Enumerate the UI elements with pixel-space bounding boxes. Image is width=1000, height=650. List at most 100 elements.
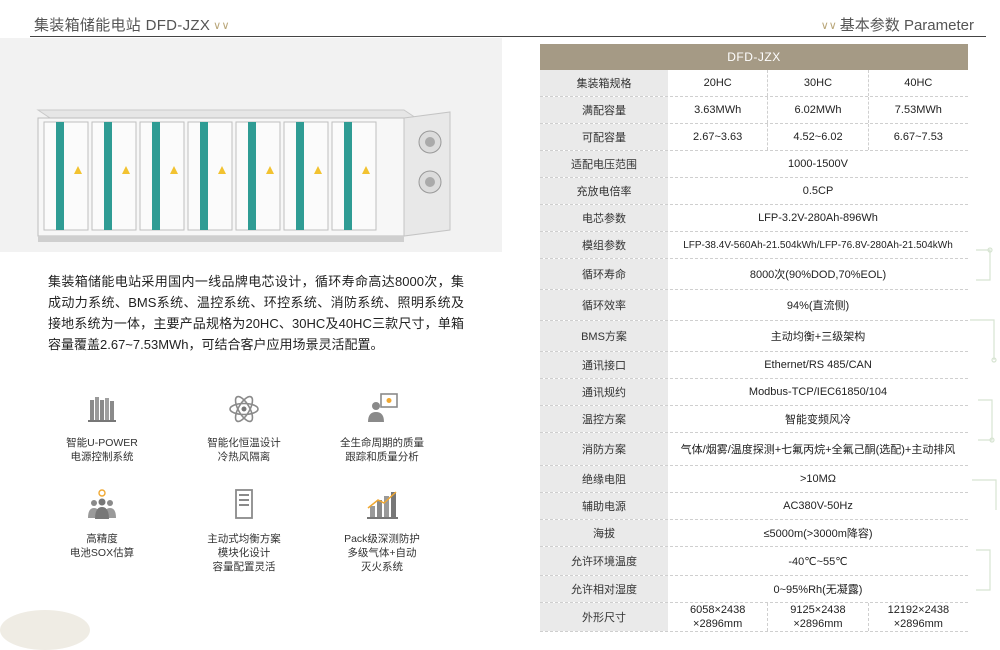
row-label: BMS方案 <box>540 321 668 351</box>
team-icon <box>88 489 116 519</box>
table-row: 通讯接口 Ethernet/RS 485/CAN <box>540 352 968 379</box>
feature-upower: 智能U-POWER 电源控制系统 <box>42 392 162 464</box>
table-cell: 主动均衡+三级架构 <box>770 331 866 343</box>
feature-line: 电源控制系统 <box>70 451 134 463</box>
table-cell: 0~95%Rh(无凝露) <box>773 584 863 596</box>
table-row: 允许相对湿度 0~95%Rh(无凝露) <box>540 576 968 603</box>
header-divider <box>30 36 986 37</box>
row-label: 通讯规约 <box>540 379 668 405</box>
row-label: 电芯参数 <box>540 205 668 231</box>
feature-protection: Pack级深测防护 多级气体+自动 灭火系统 <box>322 488 442 574</box>
row-label: 满配容量 <box>540 97 668 123</box>
table-cell: ≤5000m(>3000m降容) <box>763 528 873 540</box>
table-cell: 智能变频风冷 <box>785 414 851 426</box>
bar-chart-icon <box>367 491 398 519</box>
document-icon <box>235 489 253 519</box>
row-label: 集装箱规格 <box>540 70 668 96</box>
feature-line: 智能化恒温设计 <box>207 437 281 449</box>
row-label: 通讯接口 <box>540 352 668 378</box>
page-title: 集装箱储能电站 DFD-JZX∨∨ <box>34 14 233 35</box>
table-cell: 2.67~3.63 <box>693 131 743 143</box>
feature-line: 冷热风隔离 <box>217 451 271 463</box>
feature-sox: 高精度 电池SOX估算 <box>42 488 162 560</box>
table-row: 允许环境温度 -40℃~55℃ <box>540 547 968 576</box>
row-label: 可配容量 <box>540 124 668 150</box>
feature-line: Pack级深测防护 <box>344 533 420 545</box>
table-row: 模组参数 LFP-38.4V-560Ah-21.504kWh/LFP-76.8V-… <box>540 232 968 259</box>
chevron-icon: ∨∨ <box>213 20 230 32</box>
table-row: 通讯规约 Modbus-TCP/IEC61850/104 <box>540 379 968 406</box>
table-cell: Ethernet/RS 485/CAN <box>764 359 872 371</box>
decorative-pattern <box>970 247 997 591</box>
feature-line: 电池SOX估算 <box>69 547 135 559</box>
table-cell: 20HC <box>703 77 732 89</box>
table-cell: 9125×2438 ×2896mm <box>767 603 867 631</box>
feature-line: 容量配置灵活 <box>212 561 276 573</box>
table-cell: 4.52~6.02 <box>767 124 867 150</box>
table-cell: -40℃~55℃ <box>788 555 848 568</box>
table-cell: 6.02MWh <box>767 97 867 123</box>
table-cell: LFP-38.4V-560Ah-21.504kWh/LFP-76.8V-280A… <box>683 239 953 251</box>
row-label: 辅助电源 <box>540 493 668 519</box>
table-row: 充放电倍率 0.5CP <box>540 178 968 205</box>
row-label: 允许环境温度 <box>540 547 668 575</box>
row-label: 循环效率 <box>540 290 668 320</box>
table-cell: AC380V-50Hz <box>783 500 853 512</box>
spec-table-title: DFD-JZX <box>540 44 968 70</box>
table-cell: 3.63MWh <box>694 104 742 116</box>
table-cell: 6.67~7.53 <box>867 124 968 150</box>
table-row: 循环寿命 8000次(90%DOD,70%EOL) <box>540 259 968 290</box>
feature-line: 灭火系统 <box>361 561 403 573</box>
section-title: ∨∨基本参数 Parameter <box>818 14 974 35</box>
feature-balance: 主动式均衡方案 模块化设计 容量配置灵活 <box>184 488 304 574</box>
row-label: 消防方案 <box>540 433 668 465</box>
presenter-icon <box>368 393 398 422</box>
table-cell: 7.53MWh <box>867 97 968 123</box>
table-row: 循环效率 94%(直流侧) <box>540 290 968 321</box>
atom-icon <box>229 395 259 423</box>
row-label: 模组参数 <box>540 232 668 258</box>
feature-line: 智能U-POWER <box>66 437 138 449</box>
feature-line: 全生命周期的质量 <box>340 437 424 449</box>
feature-line: 模块化设计 <box>217 547 271 559</box>
feature-lifecycle: 全生命周期的质量 跟踪和质量分析 <box>322 392 442 464</box>
container-illustration <box>36 109 451 242</box>
page-title-text: 集装箱储能电站 DFD-JZX <box>34 17 211 34</box>
table-cell: 气体/烟雾/温度探测+七氟丙烷+全氟己酮(选配)+主动排风 <box>680 444 956 456</box>
table-cell: 30HC <box>767 70 867 96</box>
row-label: 绝缘电阻 <box>540 466 668 492</box>
table-cell: 12192×2438 ×2896mm <box>867 603 968 631</box>
chevron-icon: ∨∨ <box>820 20 837 32</box>
table-cell: 6058×2438 ×2896mm <box>689 604 746 630</box>
product-photo <box>0 38 502 252</box>
row-label: 外形尺寸 <box>540 603 668 631</box>
feature-line: 主动式均衡方案 <box>207 533 281 545</box>
row-label: 充放电倍率 <box>540 178 668 204</box>
row-label: 适配电压范围 <box>540 151 668 177</box>
feature-thermal: 智能化恒温设计 冷热风隔离 <box>184 392 304 464</box>
table-cell: 1000-1500V <box>788 158 848 170</box>
row-label: 循环寿命 <box>540 259 668 289</box>
table-row: 适配电压范围 1000-1500V <box>540 151 968 178</box>
row-label: 海拔 <box>540 520 668 546</box>
table-row: 温控方案智能变频风冷 <box>540 406 968 433</box>
table-row: 绝缘电阻>10MΩ <box>540 466 968 493</box>
table-row: 辅助电源 AC380V-50Hz <box>540 493 968 520</box>
row-label: 允许相对湿度 <box>540 576 668 602</box>
table-cell: 8000次(90%DOD,70%EOL) <box>749 269 887 281</box>
table-cell: 94%(直流侧) <box>786 300 850 312</box>
product-description: 集装箱储能电站采用国内一线品牌电芯设计，循环寿命高达8000次，集成动力系统、B… <box>48 274 464 352</box>
feature-line: 多级气体+自动 <box>347 547 417 559</box>
books-icon <box>88 397 116 422</box>
feature-line: 高精度 <box>86 533 118 545</box>
table-cell: 0.5CP <box>802 185 834 197</box>
table-cell: LFP-3.2V-280Ah-896Wh <box>758 212 878 224</box>
table-cell: 40HC <box>867 70 968 96</box>
table-cell: Modbus-TCP/IEC61850/104 <box>748 386 888 398</box>
table-row: 电芯参数 LFP-3.2V-280Ah-896Wh <box>540 205 968 232</box>
